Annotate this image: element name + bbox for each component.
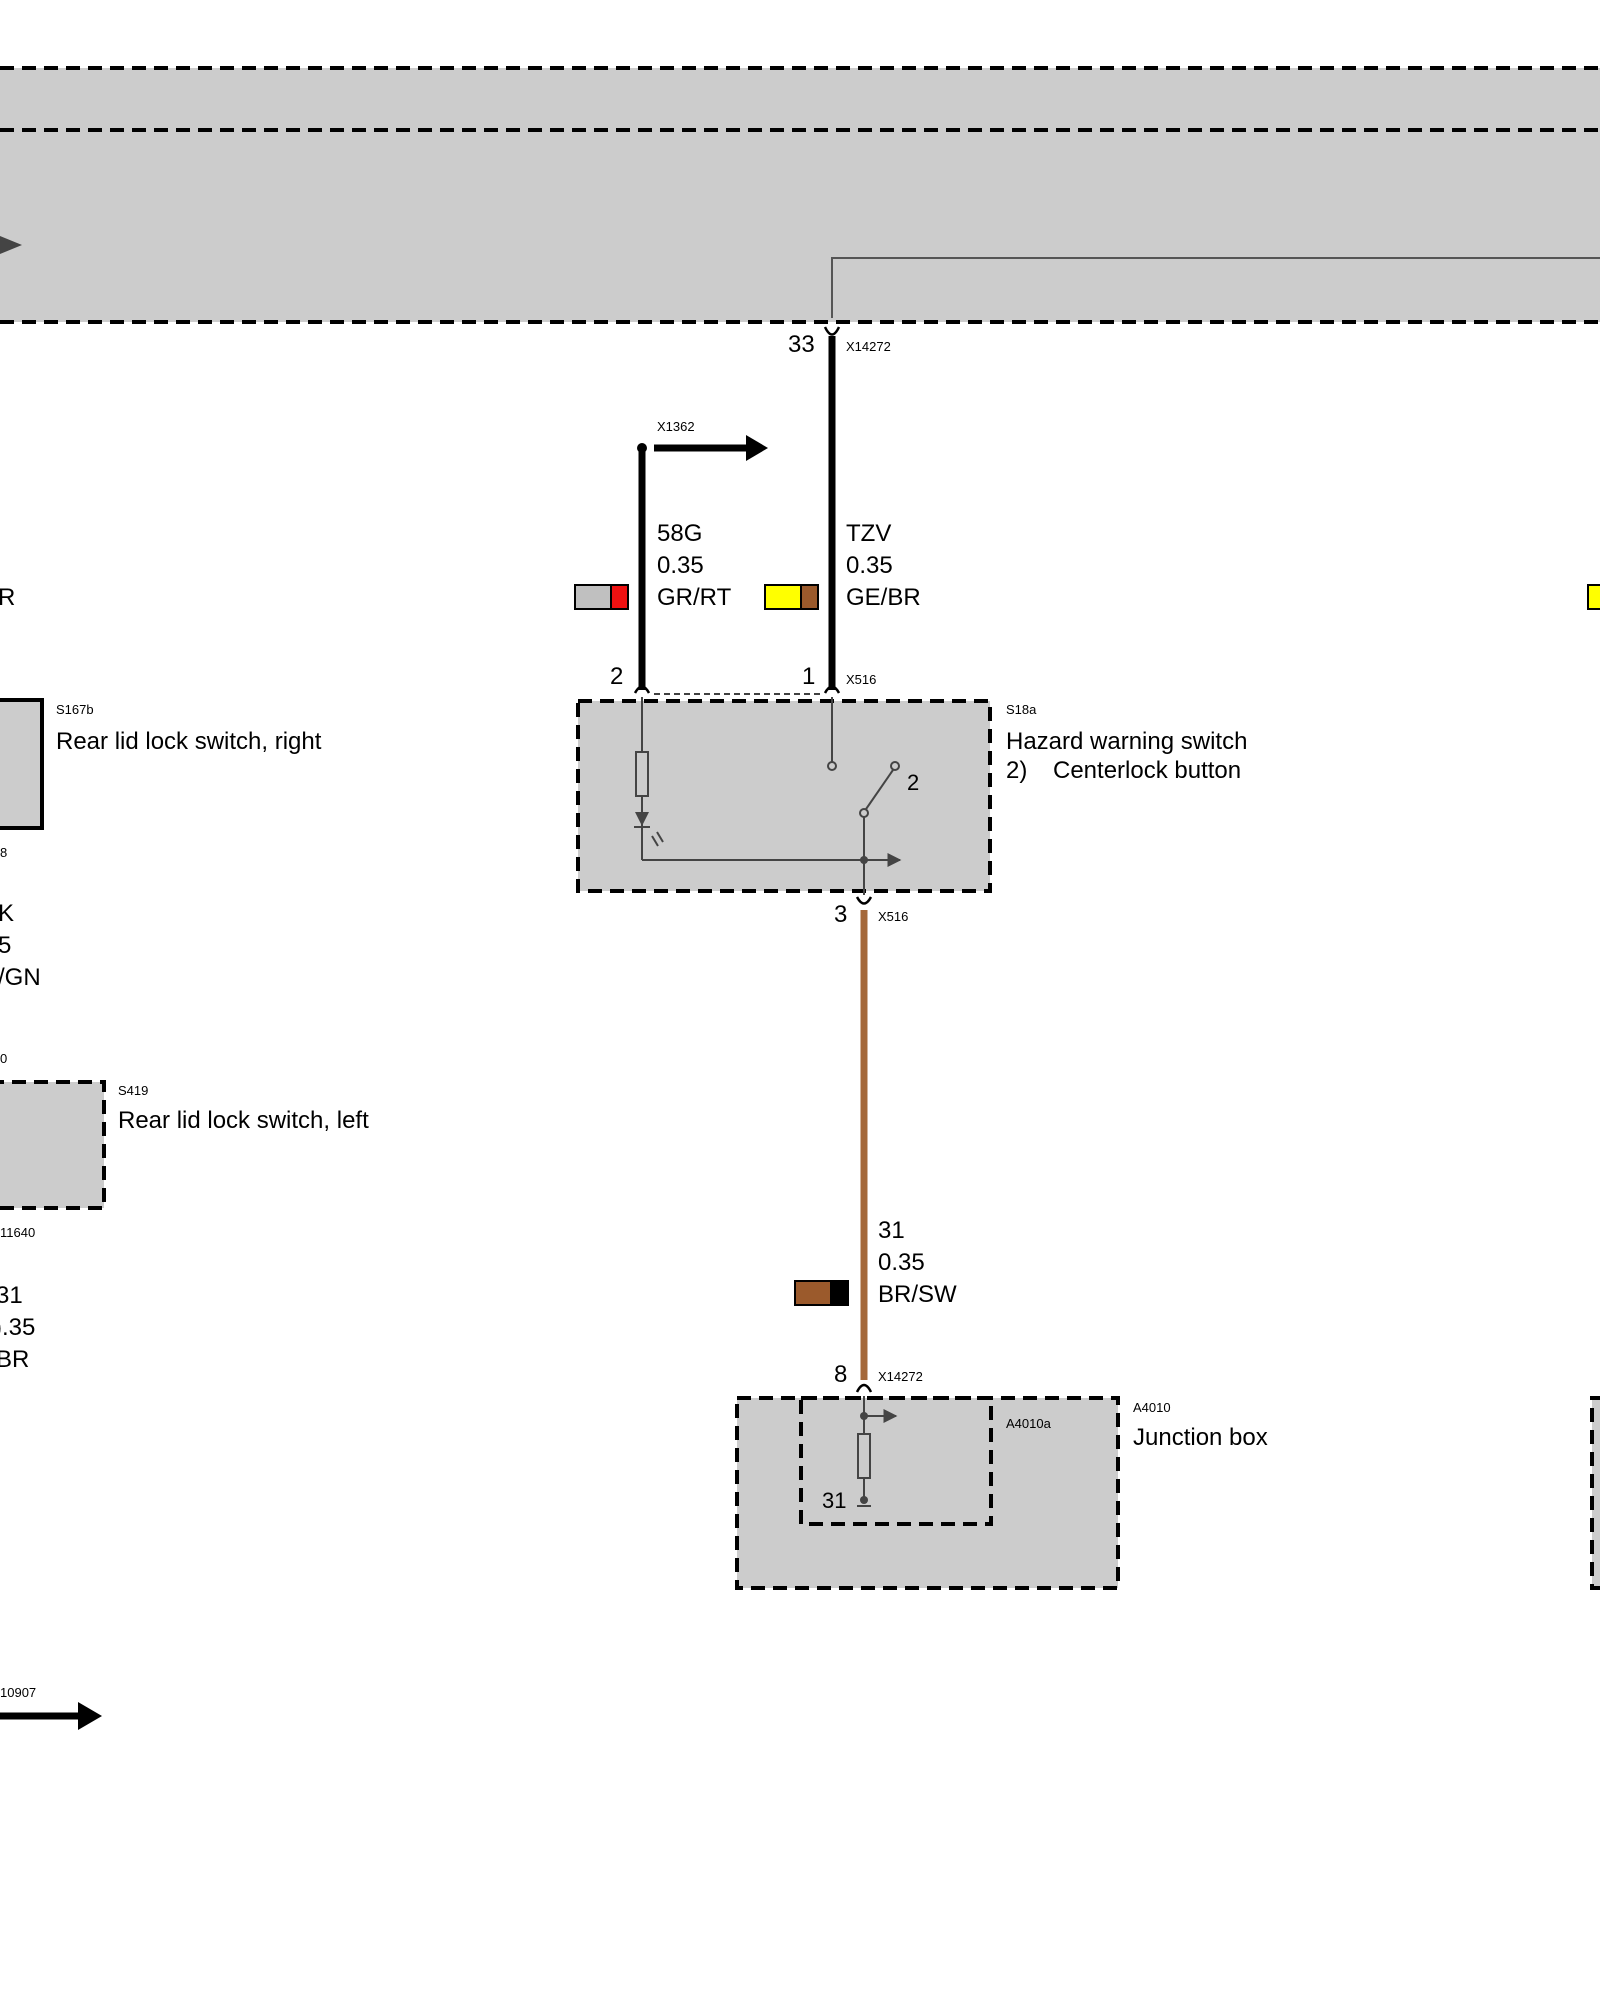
arrow-x1362-icon: [746, 435, 768, 461]
connector-label-s167b-pin: 8: [0, 845, 7, 860]
pin-33: 33: [788, 331, 815, 358]
wire-left-partial-2-color: BR: [0, 1346, 29, 1373]
connector-label-x14272-bottom: X14272: [878, 1369, 923, 1384]
component-a4010a-id: A4010a: [1006, 1416, 1052, 1431]
ground-label-31: 31: [822, 1488, 846, 1513]
connector-label-x14272-top: X14272: [846, 339, 891, 354]
control-module-top: [0, 66, 1600, 324]
connector-cups: [633, 326, 873, 1393]
pin-2: 2: [610, 663, 623, 690]
wire-58g-signal: 58G: [657, 520, 702, 547]
component-s419-box: [0, 1080, 106, 1210]
wire-tzv-gauge: 0.35: [846, 552, 893, 579]
component-a4010-box: [735, 1396, 1120, 1590]
junction-dot: [860, 856, 868, 864]
component-right-partial-box: [1590, 1396, 1600, 1590]
connector-label-x1362: X1362: [657, 419, 695, 434]
component-s419-id: S419: [118, 1083, 148, 1098]
wire-left-partial-2-signal: 31: [0, 1282, 23, 1309]
connector-pin-2: [633, 685, 651, 694]
splice-x1362: [637, 443, 647, 453]
component-s167b-name: Rear lid lock switch, right: [56, 728, 322, 755]
swatch-31: [794, 1280, 849, 1306]
connector-pin-3: [855, 896, 873, 905]
wire-left-partial-1-gauge: 5: [0, 932, 11, 959]
connector-label-10907: 10907: [0, 1685, 36, 1700]
wire-left-partial-color: R: [0, 584, 15, 611]
wire-left-partial-2-gauge: ).35: [0, 1314, 35, 1341]
switch-contact-icon: [827, 761, 837, 771]
wire-tzv-signal: TZV: [846, 520, 891, 547]
component-s167b-id: S167b: [56, 702, 94, 717]
component-s18a-id: S18a: [1006, 702, 1037, 717]
connector-label-11640: 11640: [0, 1225, 35, 1240]
wire-left-partial-1-color: /GN: [0, 964, 41, 991]
component-s167b-box: [0, 698, 44, 830]
left-arrow-icon: [0, 236, 22, 254]
component-s419-name: Rear lid lock switch, left: [118, 1107, 369, 1134]
wire-left-partial-1-signal: K: [0, 900, 14, 927]
connector-label-x516-bottom: X516: [878, 909, 908, 924]
internal-signal-line: [831, 257, 1600, 318]
swatch-tzv: [764, 584, 819, 610]
component-s18a-note-text: Centerlock button: [1053, 757, 1241, 784]
pin-1: 1: [802, 663, 815, 690]
wire-31-color: BR/SW: [878, 1281, 957, 1308]
connector-x14272-top: [823, 326, 841, 336]
swatch-right-partial: [1587, 584, 1600, 610]
pin-3: 3: [834, 901, 847, 928]
arrow-x10907-icon: [78, 1702, 102, 1730]
switch-pin-2: 2: [907, 770, 919, 795]
connector-pin-8: [855, 1383, 873, 1393]
wire-31-gauge: 0.35: [878, 1249, 925, 1276]
component-s18a-note-num: 2): [1006, 757, 1027, 784]
component-s18a-name: Hazard warning switch: [1006, 728, 1247, 755]
connector-label-s419-pin: 0: [0, 1051, 7, 1066]
switch-lever-icon: [863, 769, 894, 813]
wire-tzv-color: GE/BR: [846, 584, 921, 611]
component-a4010-id: A4010: [1133, 1400, 1171, 1415]
connector-label-x516-top: X516: [846, 672, 876, 687]
wire-58g-gauge: 0.35: [657, 552, 704, 579]
pin-8: 8: [834, 1361, 847, 1388]
led-icon: [635, 812, 649, 826]
component-a4010a-box: [799, 1396, 993, 1526]
swatch-58g: [574, 584, 629, 610]
wire-31-signal: 31: [878, 1217, 905, 1244]
component-a4010-name: Junction box: [1133, 1424, 1268, 1451]
wire-58g-color: GR/RT: [657, 584, 732, 611]
connector-pin-1: [823, 685, 841, 694]
